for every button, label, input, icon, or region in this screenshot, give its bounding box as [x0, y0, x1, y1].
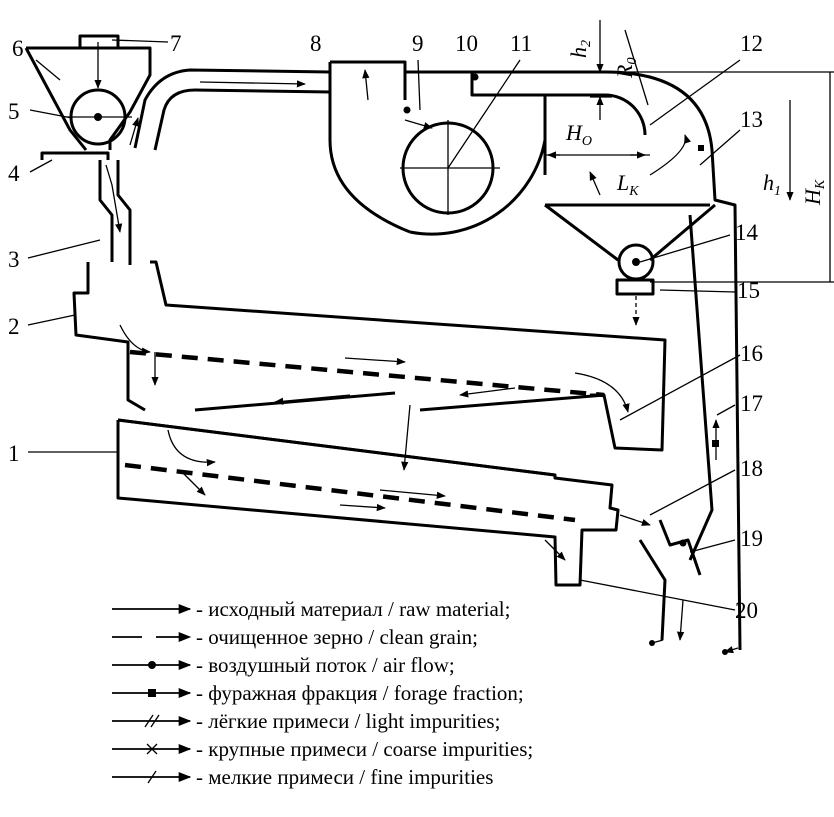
part-number-18: 18 [740, 456, 763, 481]
legend-item-raw-material: - исходный материал / raw material; [112, 597, 510, 621]
part-number-3: 3 [8, 247, 20, 272]
part-number-1: 1 [8, 441, 20, 466]
legend-text: - очищенное зерно / clean grain; [196, 625, 478, 649]
part-number-11: 11 [510, 31, 532, 56]
leader-lines [27, 39, 741, 611]
part-number-8: 8 [310, 31, 322, 56]
legend-item-clean-grain: - очищенное зерно / clean grain; [112, 625, 478, 649]
dimension-lines [545, 20, 834, 283]
legend-text: - мелкие примеси / fine impurities [196, 765, 493, 789]
part-number-6: 6 [12, 36, 24, 61]
legend-text: - крупные примеси / coarse impurities; [196, 737, 533, 761]
part-number-17: 17 [740, 391, 763, 416]
feed-valve [40, 151, 110, 160]
dimension-labels: h2 R0 HO LK h1 HK [565, 40, 828, 206]
part-number-7: 7 [170, 31, 182, 56]
dim-lk: LK [616, 170, 639, 199]
outlet-chutes [638, 519, 739, 655]
part-number-16: 16 [740, 341, 763, 366]
part-number-13: 13 [740, 107, 763, 132]
dim-h2: h2 [566, 40, 594, 58]
settling-chamber [328, 60, 547, 236]
legend-item-air-flow: - воздушный поток / air flow; [112, 653, 455, 677]
part-number-19: 19 [740, 526, 763, 551]
legend-item-fine-impurities: - мелкие примеси / fine impurities [112, 765, 493, 789]
part-number-9: 9 [412, 31, 424, 56]
part-number-4: 4 [8, 161, 20, 186]
legend-text: - фуражная фракция / forage fraction; [196, 681, 524, 705]
lower-sieve-box [116, 418, 651, 587]
part-number-2: 2 [8, 314, 20, 339]
legend-text: - воздушный поток / air flow; [196, 653, 455, 677]
part-number-15: 15 [737, 278, 760, 303]
dim-h0: HO [565, 120, 592, 149]
part-number-10: 10 [455, 31, 478, 56]
legend: - исходный материал / raw material; - оч… [112, 597, 533, 789]
pneumatic-channel [472, 70, 742, 651]
feed-chute [98, 160, 132, 265]
airlock [615, 278, 655, 296]
dim-r0: R0 [612, 58, 640, 79]
legend-item-light-impurities: - лёгкие примеси / light impurities; [112, 709, 500, 733]
part-number-5: 5 [8, 99, 20, 124]
legend-text: - лёгкие примеси / light impurities; [196, 709, 500, 733]
part-number-20: 20 [735, 598, 758, 623]
part-number-14: 14 [735, 220, 759, 245]
part-numbers: 1 2 3 4 5 6 7 8 9 10 11 12 13 14 15 16 1… [8, 31, 763, 623]
feed-hopper [24, 34, 152, 160]
legend-item-forage: - фуражная фракция / forage fraction; [112, 681, 524, 705]
air-duct [129, 68, 331, 151]
upper-sieve-box [72, 260, 667, 471]
legend-item-coarse-impurities: - крупные примеси / coarse impurities; [112, 737, 533, 761]
dim-hk: HK [800, 179, 828, 206]
part-number-12: 12 [740, 31, 763, 56]
dim-h1: h1 [763, 170, 781, 199]
legend-text: - исходный материал / raw material; [196, 597, 510, 621]
